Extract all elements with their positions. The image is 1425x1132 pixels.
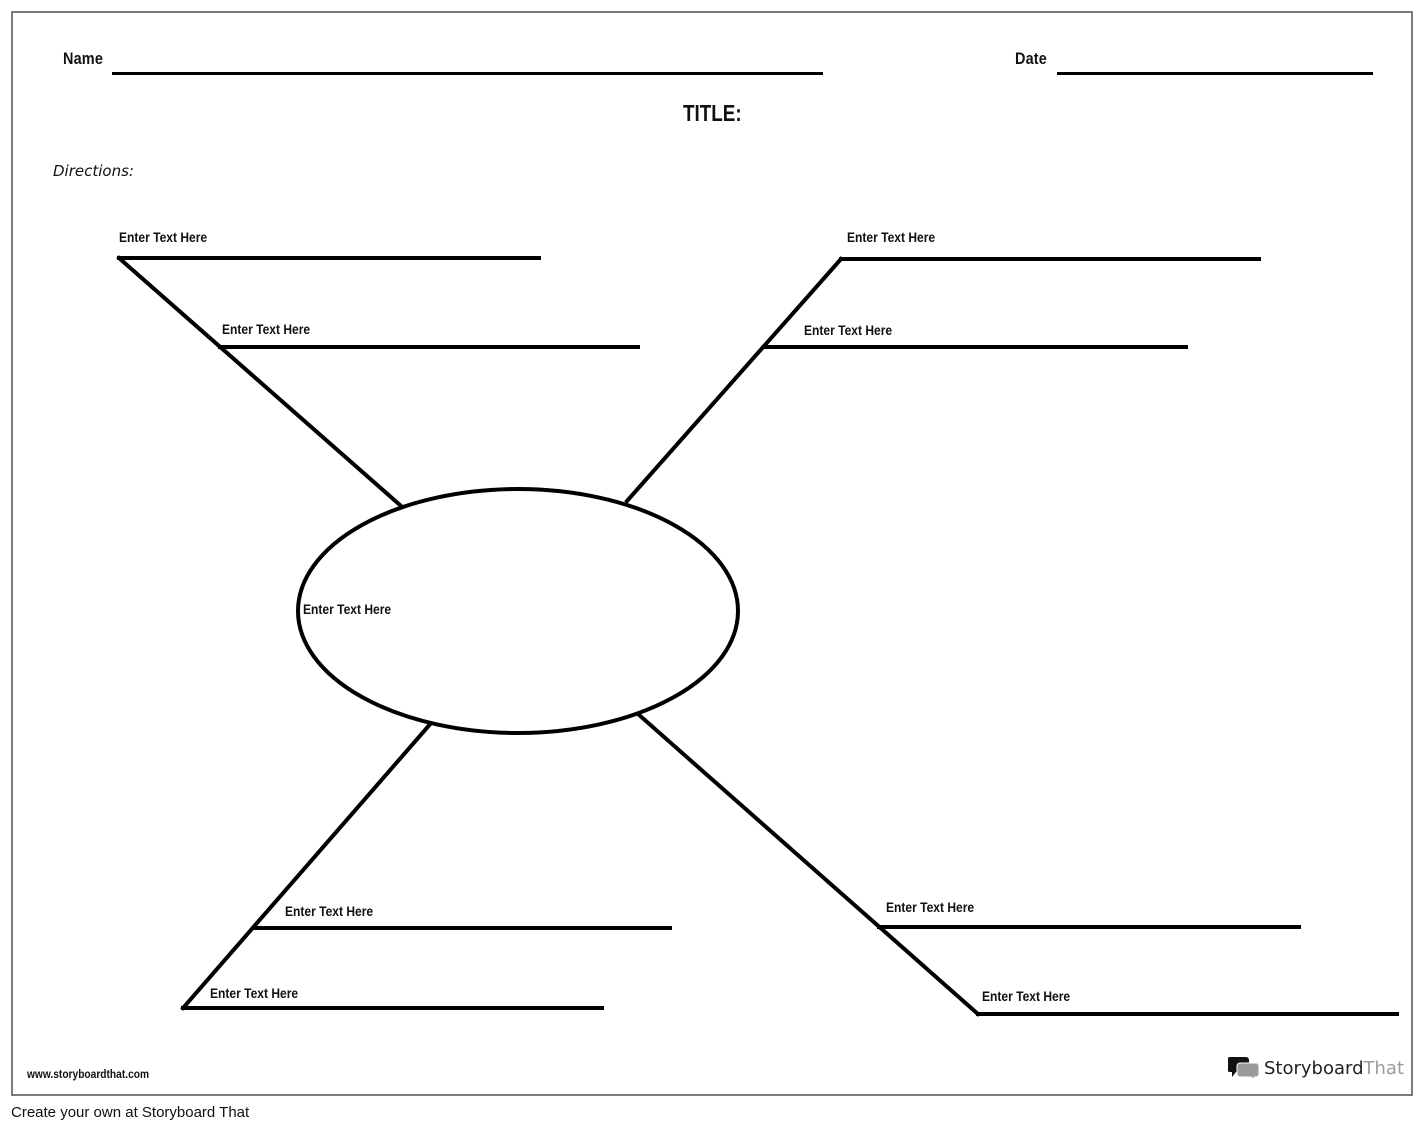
entry-bottom-left-1[interactable]: Enter Text Here — [285, 903, 374, 919]
entry-top-left-2[interactable]: Enter Text Here — [222, 321, 311, 337]
create-your-own-link[interactable]: Create your own at Storyboard That — [11, 1104, 250, 1121]
entry-top-right-2[interactable]: Enter Text Here — [804, 322, 893, 338]
branch-line-bottom-left — [180, 719, 435, 1011]
date-input-line[interactable] — [1057, 72, 1373, 75]
storyboardthat-logo: StoryboardThat — [1228, 1055, 1404, 1081]
page-title[interactable]: TITLE: — [683, 100, 742, 126]
entry-top-left-1[interactable]: Enter Text Here — [119, 229, 208, 245]
date-label: Date — [1015, 49, 1048, 68]
entry-bottom-right-2[interactable]: Enter Text Here — [982, 988, 1071, 1004]
brand-name-part1: Storyboard — [1264, 1057, 1364, 1079]
entry-bottom-right-1[interactable]: Enter Text Here — [886, 899, 975, 915]
directions-label[interactable]: Directions: — [53, 162, 134, 180]
brand-name-part2: That — [1363, 1057, 1405, 1079]
footer-url: www.storyboardthat.com — [27, 1067, 150, 1081]
entry-top-right-1[interactable]: Enter Text Here — [847, 229, 936, 245]
branch-line-top-right — [624, 256, 844, 504]
branch-line-top-left — [116, 255, 403, 508]
name-label: Name — [63, 49, 104, 68]
branch-line-bottom-right — [635, 711, 981, 1017]
name-input-line[interactable] — [112, 72, 823, 75]
center-ellipse — [296, 487, 740, 735]
entry-bottom-left-2[interactable]: Enter Text Here — [210, 985, 299, 1001]
center-node-text[interactable]: Enter Text Here — [303, 601, 392, 617]
speech-bubbles-icon — [1228, 1057, 1260, 1081]
